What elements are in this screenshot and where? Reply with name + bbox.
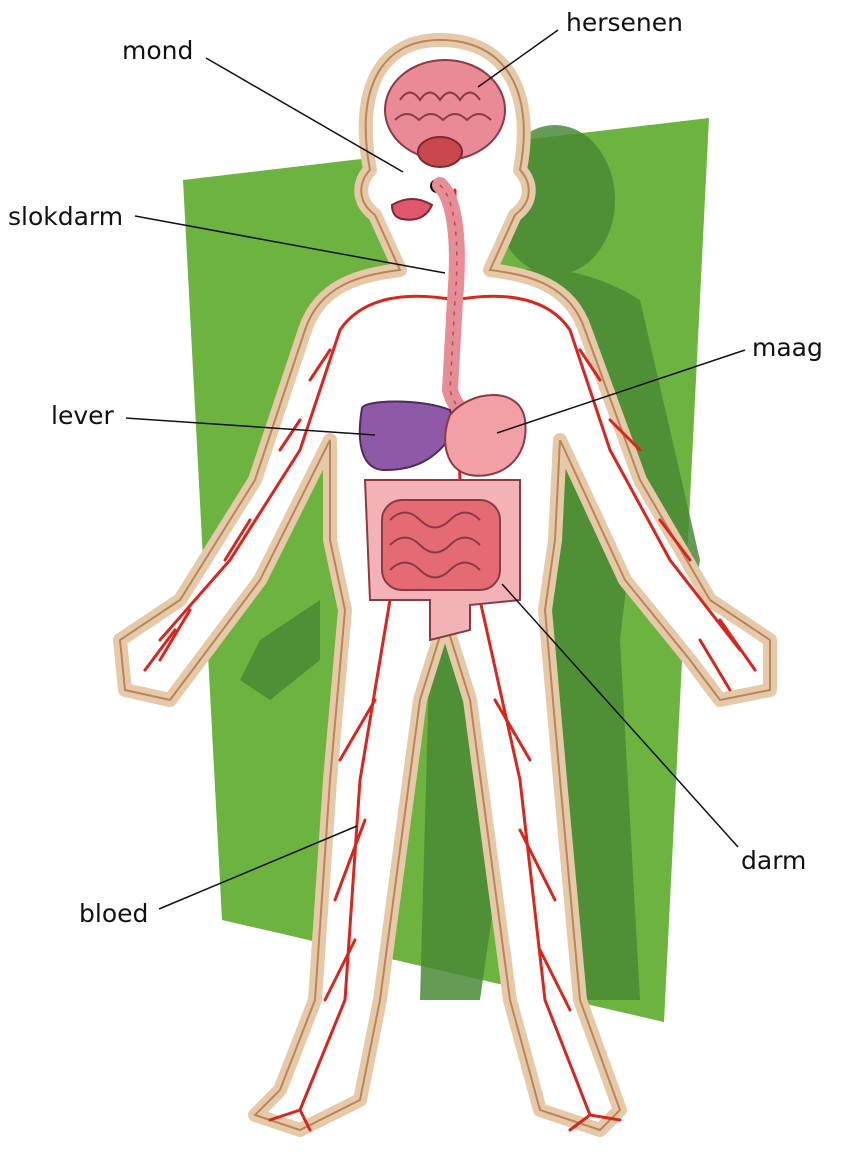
label-mond: mond [122, 38, 193, 63]
label-bloed: bloed [79, 901, 148, 926]
label-darm: darm [741, 848, 806, 873]
label-lever: lever [51, 403, 114, 428]
label-slokdarm: slokdarm [8, 204, 123, 229]
label-maag: maag [752, 335, 823, 360]
label-hersenen: hersenen [566, 10, 683, 35]
